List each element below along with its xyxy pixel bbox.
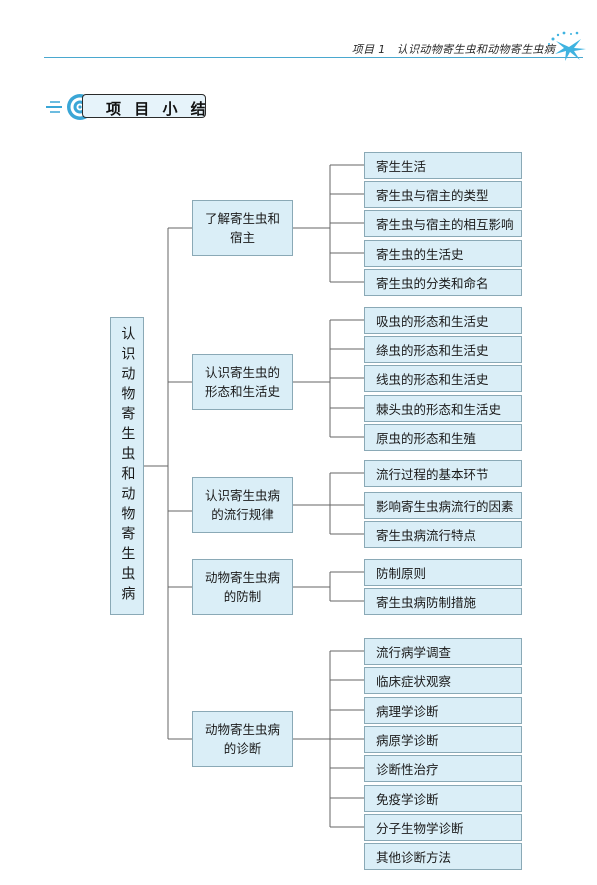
leaf-node: 其他诊断方法 xyxy=(364,843,522,870)
section-title: 项 目 小 结 xyxy=(106,100,210,118)
branch-node-diagnosis: 动物寄生虫病的诊断 xyxy=(192,711,293,767)
section-title-badge: 项 目 小 结 xyxy=(44,92,212,122)
leaf-node: 流行病学调查 xyxy=(364,638,522,665)
leaf-node: 诊断性治疗 xyxy=(364,755,522,782)
leaf-node: 寄生虫病流行特点 xyxy=(364,521,522,548)
leaf-node: 线虫的形态和生活史 xyxy=(364,365,522,392)
leaf-node: 寄生虫的生活史 xyxy=(364,240,522,267)
root-label: 认识动物寄生虫和动物寄生虫病 xyxy=(119,326,136,606)
leaf-node: 原虫的形态和生殖 xyxy=(364,424,522,451)
leaf-node: 棘头虫的形态和生活史 xyxy=(364,395,522,422)
leaf-node: 影响寄生虫病流行的因素 xyxy=(364,492,522,519)
branch-node-morphology: 认识寄生虫的形态和生活史 xyxy=(192,354,293,410)
leaf-node: 免疫学诊断 xyxy=(364,785,522,812)
branch-node-host-parasite: 了解寄生虫和宿主 xyxy=(192,200,293,256)
section-title-frame xyxy=(82,94,206,118)
leaf-node: 病理学诊断 xyxy=(364,697,522,724)
leaf-node: 吸虫的形态和生活史 xyxy=(364,307,522,334)
leaf-node: 寄生虫病防制措施 xyxy=(364,588,522,615)
leaf-node: 分子生物学诊断 xyxy=(364,814,522,841)
splash-decoration-icon xyxy=(548,31,586,61)
leaf-node: 临床症状观察 xyxy=(364,667,522,694)
leaf-node: 流行过程的基本环节 xyxy=(364,460,522,487)
root-node: 认识动物寄生虫和动物寄生虫病 xyxy=(110,317,144,615)
header-rule xyxy=(44,57,583,58)
branch-node-prevention: 动物寄生虫病的防制 xyxy=(192,559,293,615)
leaf-node: 防制原则 xyxy=(364,559,522,586)
leaf-node: 寄生生活 xyxy=(364,152,522,179)
leaf-node: 寄生虫与宿主的类型 xyxy=(364,181,522,208)
leaf-node: 寄生虫与宿主的相互影响 xyxy=(364,210,522,237)
branch-node-epidemiology: 认识寄生虫病的流行规律 xyxy=(192,477,293,533)
leaf-node: 绦虫的形态和生活史 xyxy=(364,336,522,363)
running-header: 项目 1 认识动物寄生虫和动物寄生虫病 xyxy=(351,43,555,56)
leaf-node: 寄生虫的分类和命名 xyxy=(364,269,522,296)
leaf-node: 病原学诊断 xyxy=(364,726,522,753)
